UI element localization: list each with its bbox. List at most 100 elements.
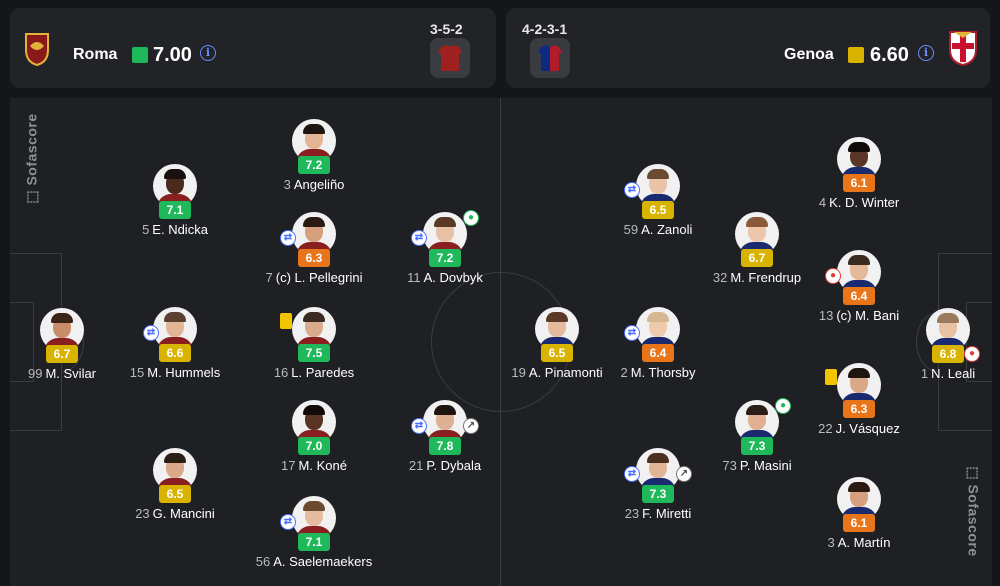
- player-number: 2: [620, 365, 628, 380]
- player-name: M. Hummels: [147, 365, 221, 380]
- player-number: 59: [623, 222, 639, 237]
- roma-crest-icon[interactable]: [24, 32, 50, 66]
- away-shirt-icon: [538, 45, 562, 71]
- player-avatar[interactable]: [926, 308, 970, 352]
- player-avatar[interactable]: [735, 212, 779, 256]
- player-name: Angeliño: [293, 177, 345, 192]
- player-rating: 6.1: [843, 174, 875, 192]
- player-number: 17: [281, 458, 296, 473]
- player-pellegrini[interactable]: 6.3 7(c) L. Pellegrini ⇄: [234, 212, 394, 302]
- goal-icon: ●: [775, 398, 791, 414]
- player-avatar[interactable]: [292, 307, 336, 351]
- player-rating: 7.1: [159, 201, 191, 219]
- player-rating: 7.1: [298, 533, 330, 551]
- player-label: 13(c) M. Bani: [759, 308, 959, 323]
- away-team-header: 4-2-3-1 Genoa 6.60 i: [506, 8, 990, 88]
- player-name: G. Mancini: [152, 506, 215, 521]
- player-rating: 6.7: [741, 249, 773, 267]
- player-name: J. Vásquez: [835, 421, 900, 436]
- substitution-icon: ⇄: [624, 325, 640, 341]
- away-team-name[interactable]: Genoa: [784, 46, 834, 63]
- assist-icon: ↗: [676, 466, 692, 482]
- away-shirt-tile: [530, 38, 570, 78]
- player-number: 23: [135, 506, 150, 521]
- player-name: P. Masini: [739, 458, 792, 473]
- player-rating: 7.0: [298, 437, 330, 455]
- player-rating: 6.3: [298, 249, 330, 267]
- player-avatar[interactable]: [40, 308, 84, 352]
- player-number: 4: [818, 195, 827, 210]
- player-name: E. Ndicka: [152, 222, 208, 237]
- home-team-header: Roma 7.00 i 3-5-2: [10, 8, 496, 88]
- substitution-icon: ⇄: [280, 230, 296, 246]
- substitution-icon: ⇄: [624, 182, 640, 198]
- player-number: 13: [818, 308, 834, 323]
- player-avatar[interactable]: [636, 164, 680, 208]
- left-goal-area: [10, 302, 34, 382]
- info-icon[interactable]: i: [200, 45, 216, 61]
- home-shirt-icon: [438, 45, 462, 71]
- yellow-card-icon: [825, 369, 837, 385]
- goal-icon: ●: [463, 210, 479, 226]
- player-name: L. Paredes: [291, 365, 355, 380]
- yellow-card-icon: [280, 313, 292, 329]
- sofascore-mark-icon: ⬚: [23, 185, 40, 204]
- player-rating: 7.3: [642, 485, 674, 503]
- substitution-icon: ⇄: [143, 325, 159, 341]
- player-name: F. Miretti: [642, 506, 692, 521]
- player-avatar[interactable]: [292, 212, 336, 256]
- player-number: 22: [818, 421, 833, 436]
- home-formation: 3-5-2: [430, 21, 463, 37]
- genoa-crest-icon[interactable]: [948, 30, 978, 66]
- home-rating-indicator: [132, 47, 148, 63]
- player-number: 16: [273, 365, 289, 380]
- player-name: (c) L. Pellegrini: [275, 270, 363, 285]
- player-name: M. Svilar: [45, 366, 97, 381]
- info-icon[interactable]: i: [918, 45, 934, 61]
- home-team-name[interactable]: Roma: [73, 46, 118, 63]
- player-number: 7: [265, 270, 273, 285]
- right-goal-area: [966, 302, 992, 382]
- player-number: 3: [827, 535, 835, 550]
- player-avatar[interactable]: [636, 307, 680, 351]
- own-goal-icon: ●: [964, 346, 980, 362]
- home-team-rating: 7.00: [153, 44, 192, 66]
- player-avatar[interactable]: [837, 137, 881, 181]
- player-number: 19: [511, 365, 526, 380]
